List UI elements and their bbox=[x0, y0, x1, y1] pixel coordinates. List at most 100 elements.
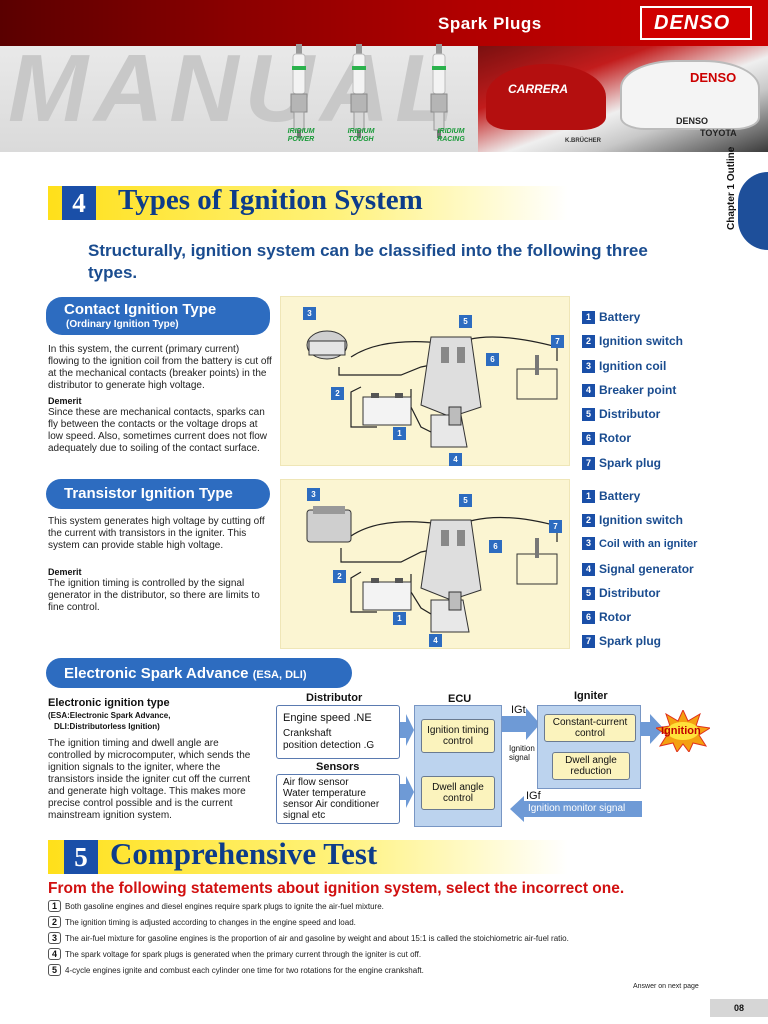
spark-plug-icon-3 bbox=[430, 44, 448, 138]
section-4-intro: Structurally, ignition system can be cla… bbox=[88, 241, 648, 282]
contact-ignition-subtitle: (Ordinary Ignition Type) bbox=[66, 319, 179, 330]
chapter-tab[interactable] bbox=[738, 172, 768, 250]
flow-distributor-box: Engine speed .NE Crankshaft position det… bbox=[276, 705, 400, 759]
contact-demerit-label: Demerit bbox=[48, 396, 82, 406]
flow-distributor-head: Distributor bbox=[306, 692, 363, 704]
transistor-tag-3: 3 bbox=[307, 488, 320, 501]
transistor-tag-5: 5 bbox=[459, 494, 472, 507]
ignition-badge-text: Ignition bbox=[661, 725, 701, 737]
esa-body: The ignition timing and dwell angle are … bbox=[48, 738, 251, 821]
contact-tag-2: 2 bbox=[331, 387, 344, 400]
section-4-bar bbox=[48, 186, 568, 220]
contact-ignition-diagram: 3 5 6 7 2 1 4 bbox=[280, 296, 570, 466]
igniter-dwell-reduction-box: Dwell angle reduction bbox=[552, 752, 630, 780]
flow-ecu-head: ECU bbox=[448, 693, 472, 705]
transistor-demerit-label: Demerit bbox=[48, 567, 82, 577]
flow-monitor-label: Ignition monitor signal bbox=[528, 803, 626, 814]
page-number: 08 bbox=[710, 999, 768, 1017]
plug-label-2: IRIDIUM TOUGH bbox=[347, 128, 375, 143]
transistor-tag-1: 1 bbox=[393, 612, 406, 625]
flow-igt-mid: Ignition signal bbox=[509, 744, 535, 762]
section-4-title: Types of Ignition System bbox=[118, 184, 423, 216]
section-5-title: Comprehensive Test bbox=[110, 836, 378, 871]
section-4-number: 4 bbox=[62, 186, 96, 220]
esa-subheading-2: DLI:Distributorless Ignition) bbox=[54, 722, 160, 731]
race-car-red bbox=[486, 64, 606, 130]
contact-tag-6: 6 bbox=[486, 353, 499, 366]
esa-pill: Electronic Spark Advance (ESA, DLI) bbox=[46, 658, 352, 688]
spark-plug-icon-2 bbox=[350, 44, 368, 138]
chapter-label: Chapter 1 Outline bbox=[726, 146, 737, 230]
race-car-white bbox=[620, 60, 760, 130]
transistor-tag-7: 7 bbox=[549, 520, 562, 533]
race-car-red-sponsor: CARRERA bbox=[508, 82, 568, 96]
flow-sensor-line: signal etc bbox=[283, 810, 326, 821]
ecu-timing-box: Ignition timing control bbox=[421, 719, 495, 753]
igniter-constant-current-box: Constant-current control bbox=[544, 714, 636, 742]
flow-monitor-arrow bbox=[510, 796, 642, 822]
contact-body: In this system, the current (primary cur… bbox=[48, 344, 272, 391]
ecu-dwell-box: Dwell angle control bbox=[421, 776, 495, 810]
contact-diagram-drawing bbox=[306, 330, 558, 448]
flow-igf: IGf bbox=[526, 790, 541, 802]
flow-dist-line1: Engine speed .NE bbox=[283, 712, 372, 724]
denso-logo bbox=[640, 6, 752, 40]
contact-tag-7: 7 bbox=[551, 335, 564, 348]
transistor-tag-6: 6 bbox=[489, 540, 502, 553]
contact-tag-3: 3 bbox=[303, 307, 316, 320]
spark-plug-icon-1 bbox=[290, 44, 308, 138]
contact-tag-1: 1 bbox=[393, 427, 406, 440]
flow-sensors-head: Sensors bbox=[316, 761, 360, 773]
flow-igniter-arrow bbox=[640, 714, 664, 744]
esa-subheading-1: (ESA:Electronic Spark Advance, bbox=[48, 711, 171, 720]
race-car-white-sponsor: DENSO bbox=[690, 70, 737, 85]
race-car-white-sponsor-3: TOYOTA bbox=[700, 128, 737, 138]
transistor-ignition-title: Transistor Ignition Type bbox=[64, 485, 233, 502]
photo-credit: K.BRÜCHER bbox=[565, 138, 601, 144]
flow-igt-arrow bbox=[502, 708, 540, 740]
transistor-diagram-drawing bbox=[306, 506, 558, 633]
flow-igt-top: IGt bbox=[511, 704, 526, 716]
flow-dist-line2: Crankshaft bbox=[283, 728, 332, 739]
flow-arrows-left bbox=[400, 714, 414, 808]
race-car-white-sponsor-2: DENSO bbox=[676, 116, 709, 126]
flow-sensor-line: Air flow sensor bbox=[283, 777, 349, 788]
section-5-number: 5 bbox=[64, 840, 98, 874]
flow-sensor-line: sensor Air conditioner bbox=[283, 799, 380, 810]
flow-igniter-head: Igniter bbox=[574, 690, 608, 702]
answer-note: Answer on next page bbox=[633, 983, 699, 990]
test-question: From the following statements about igni… bbox=[48, 880, 625, 897]
flow-dist-line3: position detection .G bbox=[283, 740, 375, 751]
page-header: MANUAL Spark Plugs DENSO IRIDIUM POWER I… bbox=[0, 0, 768, 152]
esa-heading: Electronic ignition type bbox=[48, 697, 170, 709]
flow-sensor-line: Water temperature bbox=[283, 788, 366, 799]
transistor-tag-4: 4 bbox=[429, 634, 442, 647]
ignition-burst-icon bbox=[656, 710, 710, 752]
plug-label-1: IRIDIUM POWER bbox=[287, 128, 315, 143]
esa-pill-title: Electronic Spark Advance (ESA, DLI) bbox=[64, 665, 307, 682]
transistor-ignition-diagram: 3 5 6 7 2 1 4 bbox=[280, 479, 570, 649]
contact-tag-5: 5 bbox=[459, 315, 472, 328]
transistor-demerit: The ignition timing is controlled by the… bbox=[48, 578, 260, 613]
plug-label-3: IRIDIUM RACING bbox=[437, 128, 465, 143]
manual-watermark: MANUAL bbox=[8, 35, 460, 142]
transistor-tag-2: 2 bbox=[333, 570, 346, 583]
